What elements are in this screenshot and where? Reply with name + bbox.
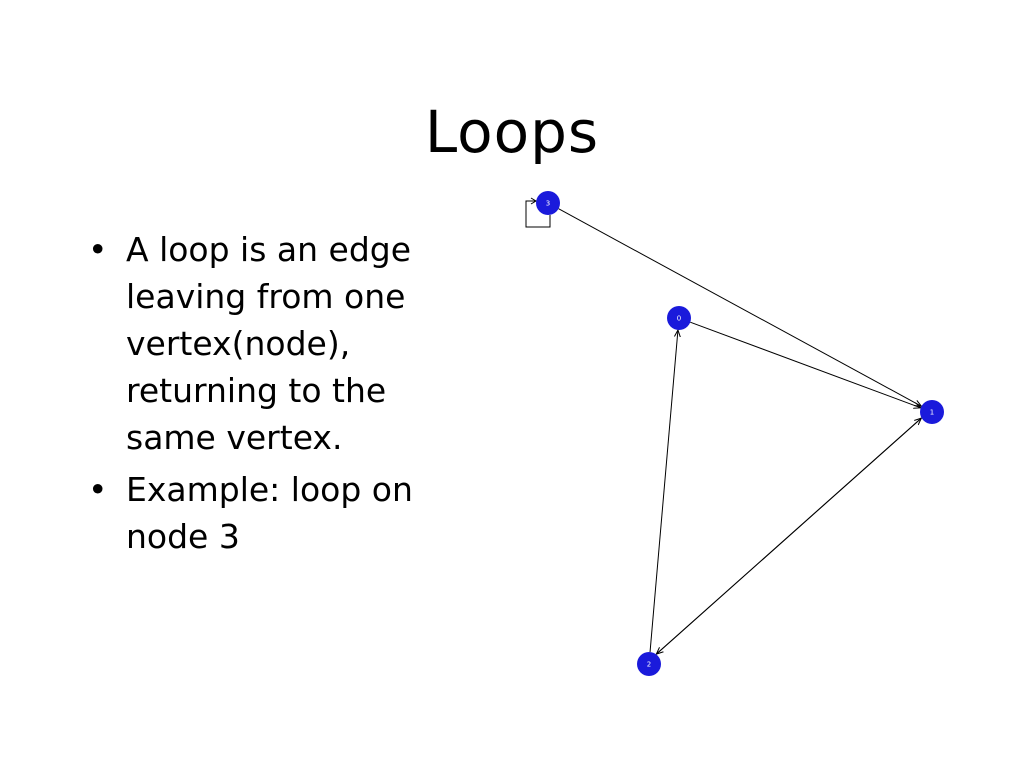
bullet-marker: • [88, 470, 108, 509]
edge-2-to-0 [649, 330, 678, 653]
node-label: 2 [647, 661, 651, 669]
node-circle [920, 400, 944, 424]
node-circle [536, 191, 560, 215]
edge-3-to-1 [558, 208, 922, 407]
graph-node-3: 3 [536, 191, 560, 215]
edge-2-to-1 [655, 418, 921, 655]
bullet-marker: • [88, 230, 108, 269]
node-label: 1 [930, 409, 934, 417]
slide-title: Loops [424, 98, 600, 166]
loop-edge-node-3 [525, 200, 551, 228]
graph-node-2: 2 [637, 652, 661, 676]
graph-node-0: 0 [667, 306, 691, 330]
loop-arrowhead [530, 197, 537, 205]
node-circle [667, 306, 691, 330]
bullet-item-example: • Example: loop on node 3 [88, 466, 468, 560]
node-circle [637, 652, 661, 676]
bullet-list: • A loop is an edge leaving from one ver… [88, 226, 468, 565]
edge-0-to-1 [690, 321, 921, 408]
bullet-item-loop-definition: • A loop is an edge leaving from one ver… [88, 226, 468, 461]
graph-node-1: 1 [920, 400, 944, 424]
bullet-text: A loop is an edge leaving from one verte… [126, 230, 412, 457]
bullet-text: Example: loop on node 3 [126, 470, 413, 556]
node-label: 3 [546, 200, 550, 208]
node-label: 0 [677, 315, 681, 323]
